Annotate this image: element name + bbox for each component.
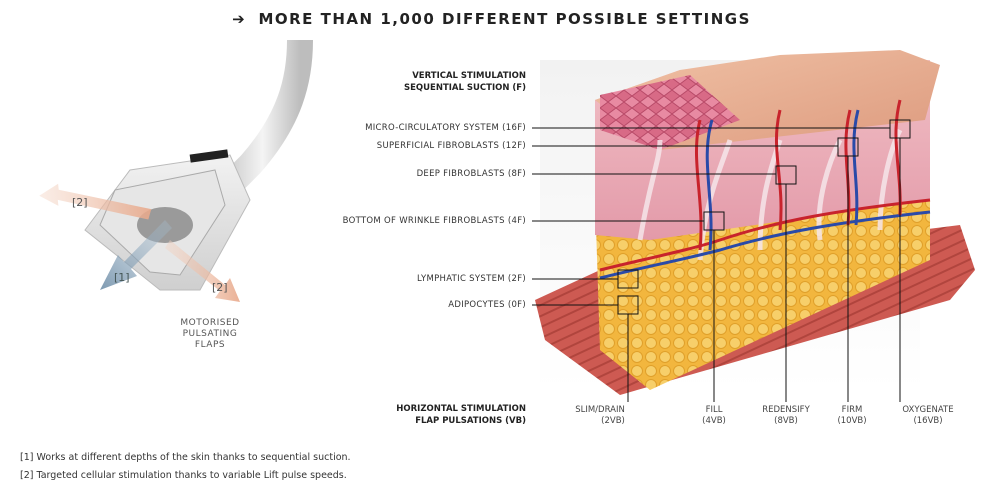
title-text: MORE THAN 1,000 DIFFERENT POSSIBLE SETTI… (258, 10, 751, 28)
label-superficial-fibroblasts: SUPERFICIAL FIBROBLASTS (12F) (376, 141, 526, 151)
label-lymphatic-system: LYMPHATIC SYSTEM (2F) (417, 274, 526, 284)
label-value: (2VB) (601, 416, 625, 426)
page-title: ➔ MORE THAN 1,000 DIFFERENT POSSIBLE SET… (0, 10, 983, 28)
label-micro-circulatory: MICRO-CIRCULATORY SYSTEM (16F) (365, 123, 526, 133)
header-line: HORIZONTAL STIMULATION (396, 404, 526, 414)
caption-line: PULSATING (182, 329, 238, 339)
label-oxygenate: OXYGENATE (16VB) (902, 405, 953, 427)
footnote-2: [2] Targeted cellular stimulation thanks… (20, 470, 347, 481)
horizontal-stimulation-header: HORIZONTAL STIMULATION FLAP PULSATIONS (… (380, 403, 526, 427)
device-marker-2b: [2] (212, 281, 228, 294)
label-name: OXYGENATE (902, 405, 954, 415)
label-bottom-wrinkle-fibroblasts: BOTTOM OF WRINKLE FIBROBLASTS (4F) (342, 216, 526, 226)
label-value: (4VB) (702, 416, 726, 426)
label-name: REDENSIFY (762, 405, 810, 415)
target-box (703, 211, 725, 231)
device-marker-2a: [2] (72, 196, 88, 209)
device-caption: MOTORISED PULSATING FLAPS (150, 318, 270, 351)
label-slim-drain: SLIM/DRAIN (2VB) (575, 405, 625, 427)
label-adipocytes: ADIPOCYTES (0F) (448, 300, 526, 310)
device-illustration: [2] [1] [2] (39, 40, 313, 302)
label-name: FIRM (841, 405, 863, 415)
header-line: SEQUENTIAL SUCTION (F) (404, 83, 526, 93)
label-redensify: REDENSIFY (8VB) (762, 405, 810, 427)
header-line: FLAP PULSATIONS (VB) (415, 416, 526, 426)
label-value: (8VB) (774, 416, 798, 426)
target-box (837, 137, 859, 157)
device-marker-1: [1] (114, 271, 130, 284)
label-name: SLIM/DRAIN (575, 405, 625, 415)
target-box (617, 269, 639, 289)
label-value: (16VB) (913, 416, 943, 426)
target-box (775, 165, 797, 185)
label-deep-fibroblasts: DEEP FIBROBLASTS (8F) (416, 169, 526, 179)
arrow-right-icon: ➔ (232, 10, 247, 28)
footnote-1: [1] Works at different depths of the ski… (20, 452, 351, 463)
label-firm: FIRM (10VB) (837, 405, 866, 427)
vertical-stimulation-header: VERTICAL STIMULATION SEQUENTIAL SUCTION … (380, 70, 526, 94)
label-value: (10VB) (837, 416, 867, 426)
header-line: VERTICAL STIMULATION (412, 71, 526, 81)
target-box (889, 119, 911, 139)
label-name: FILL (705, 405, 723, 415)
label-fill: FILL (4VB) (702, 405, 726, 427)
caption-line: FLAPS (194, 340, 226, 350)
target-box (617, 295, 639, 315)
caption-line: MOTORISED (180, 318, 240, 328)
